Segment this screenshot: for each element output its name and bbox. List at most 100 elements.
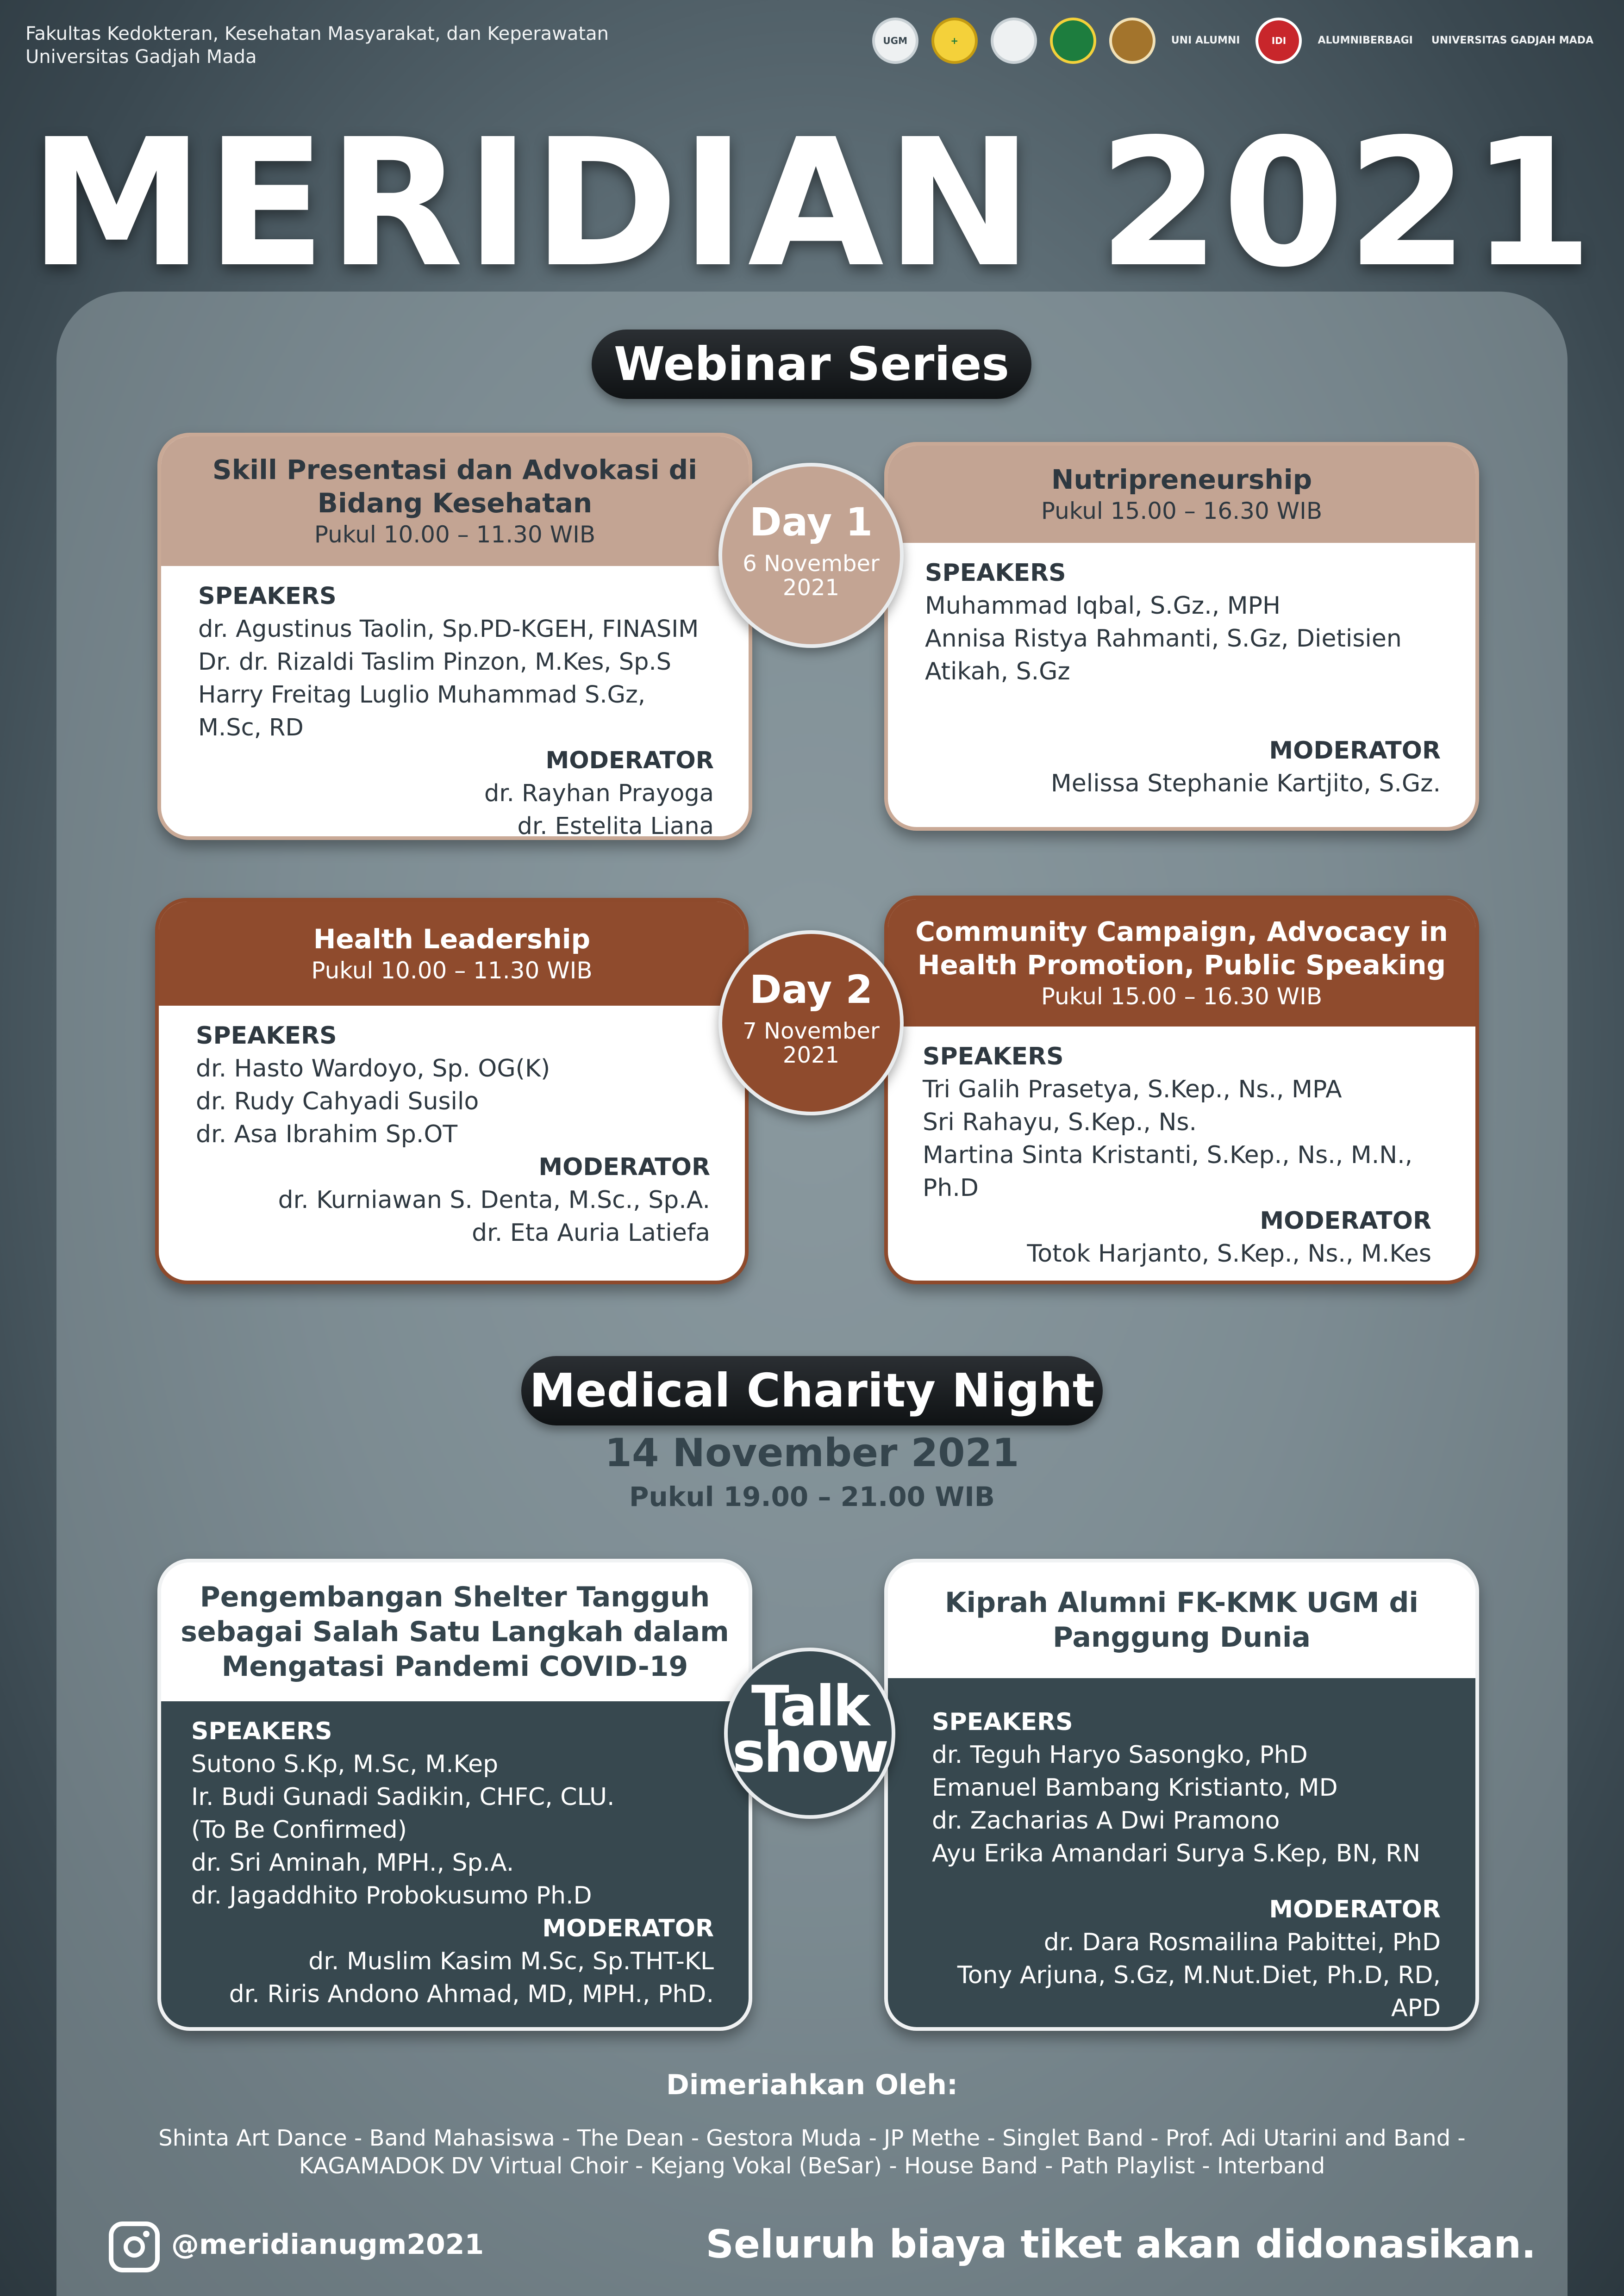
moderator-name: Totok Harjanto, S.Kep., Ns., M.Kes: [1027, 1240, 1431, 1268]
event-title: MERIDIAN 2021: [29, 101, 1595, 306]
instagram-icon[interactable]: [109, 2221, 160, 2272]
speaker-name: Tri Galih Prasetya, S.Kep., Ns., MPA: [923, 1076, 1342, 1103]
speaker-name: dr. Rudy Cahyadi Susilo: [196, 1088, 479, 1115]
moderator-name: dr. Riris Andono Ahmad, MD, MPH., PhD.: [229, 1980, 714, 2008]
institution-line-1: Fakultas Kedokteran, Kesehatan Masyaraka…: [25, 23, 609, 44]
card-body: SPEAKERS dr. Hasto Wardoyo, Sp. OG(K) dr. …: [159, 1006, 745, 1281]
speaker-name: dr. Sri Aminah, MPH., Sp.A.: [191, 1849, 514, 1877]
day-2-label: Day 2: [749, 967, 873, 1012]
entertainment-list: Shinta Art Dance - Band Mahasiswa - The …: [139, 2124, 1485, 2180]
entertainment-line-2: KAGAMADOK DV Virtual Choir - Kejang Voka…: [299, 2153, 1325, 2179]
card-header: Skill Presentasi dan Advokasi di Bidang …: [161, 436, 749, 566]
card-title: Health Leadership: [313, 923, 591, 955]
card-title: Kiprah Alumni FK-KMK UGM di Panggung Dun…: [945, 1587, 1418, 1654]
talkshow-badge: Talk show: [724, 1648, 895, 1819]
speaker-name: dr. Jagaddhito Probokusumo Ph.D: [191, 1882, 592, 1910]
card-header: Community Campaign, Advocacy in Health P…: [888, 899, 1475, 1027]
moderator-label: MODERATOR: [542, 1915, 714, 1942]
speaker-name: dr. Agustinus Taolin, Sp.PD-KGEH, FINASI…: [198, 616, 699, 643]
speakers-label: SPEAKERS: [191, 1717, 332, 1745]
green-seal-icon: [1049, 18, 1096, 64]
moderator-name: Melissa Stephanie Kartjito, S.Gz.: [1050, 770, 1441, 797]
speaker-name: Ir. Budi Gunadi Sadikin, CHFC, CLU.: [191, 1783, 615, 1811]
speakers-label: SPEAKERS: [198, 583, 337, 610]
moderator-label: MODERATOR: [545, 747, 714, 774]
speakers-label: SPEAKERS: [925, 559, 1066, 587]
speaker-name: Sutono S.Kp, M.Sc, M.Kep: [191, 1750, 499, 1778]
speaker-name: Annisa Ristya Rahmanti, S.Gz, Dietisien: [925, 625, 1402, 653]
day-2-date: 7 November 2021: [743, 1018, 880, 1068]
speaker-name: dr. Hasto Wardoyo, Sp. OG(K): [196, 1055, 550, 1083]
partner-logos: UGM + UNI ALUMNI IDI ALUMNIBERBAGI UNIVERSITA…: [872, 18, 1596, 64]
card-body: SPEAKERS Tri Galih Prasetya, S.Kep., Ns.,…: [888, 1027, 1475, 1281]
moderator-label: MODERATOR: [538, 1153, 710, 1181]
entertainment-heading: Dimeriahkan Oleh:: [666, 2069, 958, 2101]
moderator-name: dr. Rayhan Prayoga: [484, 780, 714, 807]
ugm-hospital-seal-icon: UGM: [872, 18, 918, 64]
card-title: Nutripreneurship: [1051, 464, 1312, 495]
speaker-name: Sri Rahayu, S.Kep., Ns.: [923, 1108, 1197, 1136]
card-header: Kiprah Alumni FK-KMK UGM di Panggung Dun…: [888, 1562, 1475, 1678]
speaker-name: Muhammad Iqbal, S.Gz., MPH: [925, 592, 1281, 620]
speaker-name: Atikah, S.Gz: [925, 658, 1070, 685]
speakers-label: SPEAKERS: [932, 1708, 1073, 1736]
card-header: Pengembangan Shelter Tangguh sebagai Sal…: [161, 1562, 749, 1701]
moderator-label: MODERATOR: [1269, 1896, 1441, 1923]
alumniberbagi-logo-icon: ALUMNIBERBAGI: [1318, 35, 1413, 46]
health-cross-icon: +: [931, 18, 978, 64]
institution-header: Fakultas Kedokteran, Kesehatan Masyaraka…: [25, 22, 609, 68]
webinar-card-community-campaign: Community Campaign, Advocacy in Health P…: [884, 896, 1479, 1284]
moderator-name: Tony Arjuna, S.Gz, M.Nut.Diet, Ph.D, RD,…: [957, 1961, 1441, 2022]
moderator-label: MODERATOR: [1269, 737, 1441, 765]
speaker-name: Harry Freitag Luglio Muhammad S.Gz, M.Sc…: [198, 681, 646, 741]
charity-night-date: 14 November 2021: [605, 1430, 1019, 1475]
talkshow-line-2: show: [732, 1721, 889, 1785]
card-time: Pukul 15.00 – 16.30 WIB: [1041, 983, 1323, 1010]
speakers-label: SPEAKERS: [196, 1022, 337, 1050]
instagram-handle[interactable]: @meridianugm2021: [171, 2228, 484, 2261]
card-time: Pukul 10.00 – 11.30 WIB: [314, 521, 596, 548]
talkshow-card-kiprah-alumni: Kiprah Alumni FK-KMK UGM di Panggung Dun…: [884, 1559, 1479, 2031]
donation-note: Seluruh biaya tiket akan didonasikan.: [706, 2221, 1536, 2267]
speaker-name: Emanuel Bambang Kristianto, MD: [932, 1774, 1338, 1802]
unialumni-logo-icon: UNI ALUMNI: [1171, 35, 1240, 46]
day-1-date: 6 November 2021: [743, 551, 880, 601]
day-2-badge: Day 2 7 November 2021: [718, 930, 904, 1115]
ugm-seal-icon: UNIVERSITAS GADJAH MADA: [1431, 35, 1593, 46]
moderator-name: dr. Estelita Liana: [517, 813, 714, 840]
moderator-name: dr. Kurniawan S. Denta, M.Sc., Sp.A.: [278, 1186, 710, 1214]
speaker-name: (To Be Confirmed): [191, 1816, 407, 1844]
card-body: SPEAKERS dr. Agustinus Taolin, Sp.PD-KGEH…: [161, 566, 749, 836]
speaker-name: dr. Teguh Haryo Sasongko, PhD: [932, 1741, 1308, 1769]
card-time: Pukul 15.00 – 16.30 WIB: [1041, 498, 1323, 524]
speaker-name: Dr. dr. Rizaldi Taslim Pinzon, M.Kes, Sp…: [198, 648, 672, 676]
speaker-name: Martina Sinta Kristanti, S.Kep., Ns., M.…: [923, 1141, 1413, 1202]
moderator-name: dr. Dara Rosmailina Pabittei, PhD: [1043, 1929, 1441, 1956]
speakers-label: SPEAKERS: [923, 1043, 1064, 1070]
speaker-name: dr. Asa Ibrahim Sp.OT: [196, 1120, 458, 1148]
day-1-badge: Day 1 6 November 2021: [718, 463, 904, 648]
brown-seal-icon: [1109, 18, 1156, 64]
speaker-name: dr. Zacharias A Dwi Pramono: [932, 1807, 1280, 1835]
card-title: Skill Presentasi dan Advokasi di Bidang …: [212, 454, 698, 519]
institution-line-2: Universitas Gadjah Mada: [25, 46, 257, 68]
moderator-label: MODERATOR: [1260, 1207, 1431, 1235]
webinar-card-skill-presentasi: Skill Presentasi dan Advokasi di Bidang …: [157, 433, 752, 840]
talkshow-card-shelter-tangguh: Pengembangan Shelter Tangguh sebagai Sal…: [157, 1559, 752, 2031]
charity-night-time: Pukul 19.00 – 21.00 WIB: [629, 1481, 995, 1512]
moderator-name: dr. Eta Auria Latiefa: [472, 1219, 710, 1247]
card-time: Pukul 10.00 – 11.30 WIB: [311, 957, 593, 984]
webinar-series-label: Webinar Series: [592, 330, 1031, 399]
day-1-label: Day 1: [749, 499, 873, 545]
emblem-icon: [990, 18, 1037, 64]
talkshow-line-1: Talk: [751, 1674, 870, 1739]
idi-logo-icon: IDI: [1255, 18, 1302, 64]
moderator-name: dr. Muslim Kasim M.Sc, Sp.THT-KL: [308, 1948, 714, 1975]
charity-night-label: Medical Charity Night: [521, 1356, 1103, 1425]
speaker-name: Ayu Erika Amandari Surya S.Kep, BN, RN: [932, 1840, 1421, 1867]
